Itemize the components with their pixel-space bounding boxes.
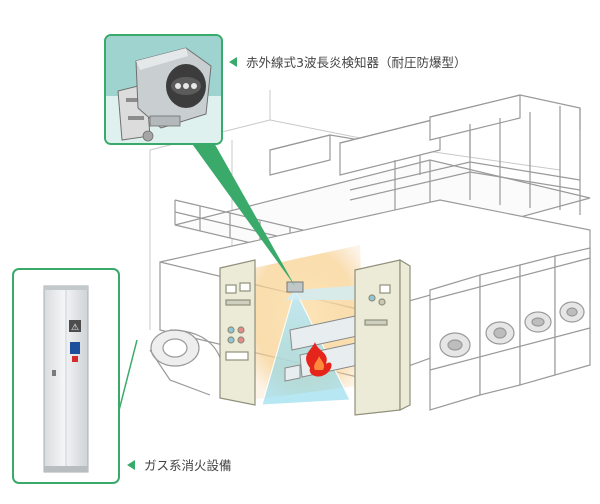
extinguisher-photo-frame: ⚠ — [12, 268, 120, 484]
extinguisher-label: ガス系消火設備 — [144, 458, 232, 473]
callout-arrow-icon — [229, 56, 237, 67]
detector-label: 赤外線式3波長炎検知器（耐圧防爆型） — [246, 55, 467, 70]
warning-badge-icon: ⚠ — [71, 323, 79, 333]
flame-detector-image — [106, 36, 221, 143]
detector-callout: 赤外線式3波長炎検知器（耐圧防爆型） — [229, 52, 466, 71]
extinguisher-cabinet-image: ⚠ — [43, 285, 89, 473]
control-panel-left — [219, 259, 256, 406]
print-units — [429, 247, 591, 411]
callout-arrow-icon — [127, 459, 135, 470]
detector-photo-frame — [104, 34, 223, 145]
detector-mount — [286, 281, 304, 293]
extinguisher-callout: ガス系消火設備 — [127, 455, 232, 474]
control-panel-right — [354, 258, 411, 416]
